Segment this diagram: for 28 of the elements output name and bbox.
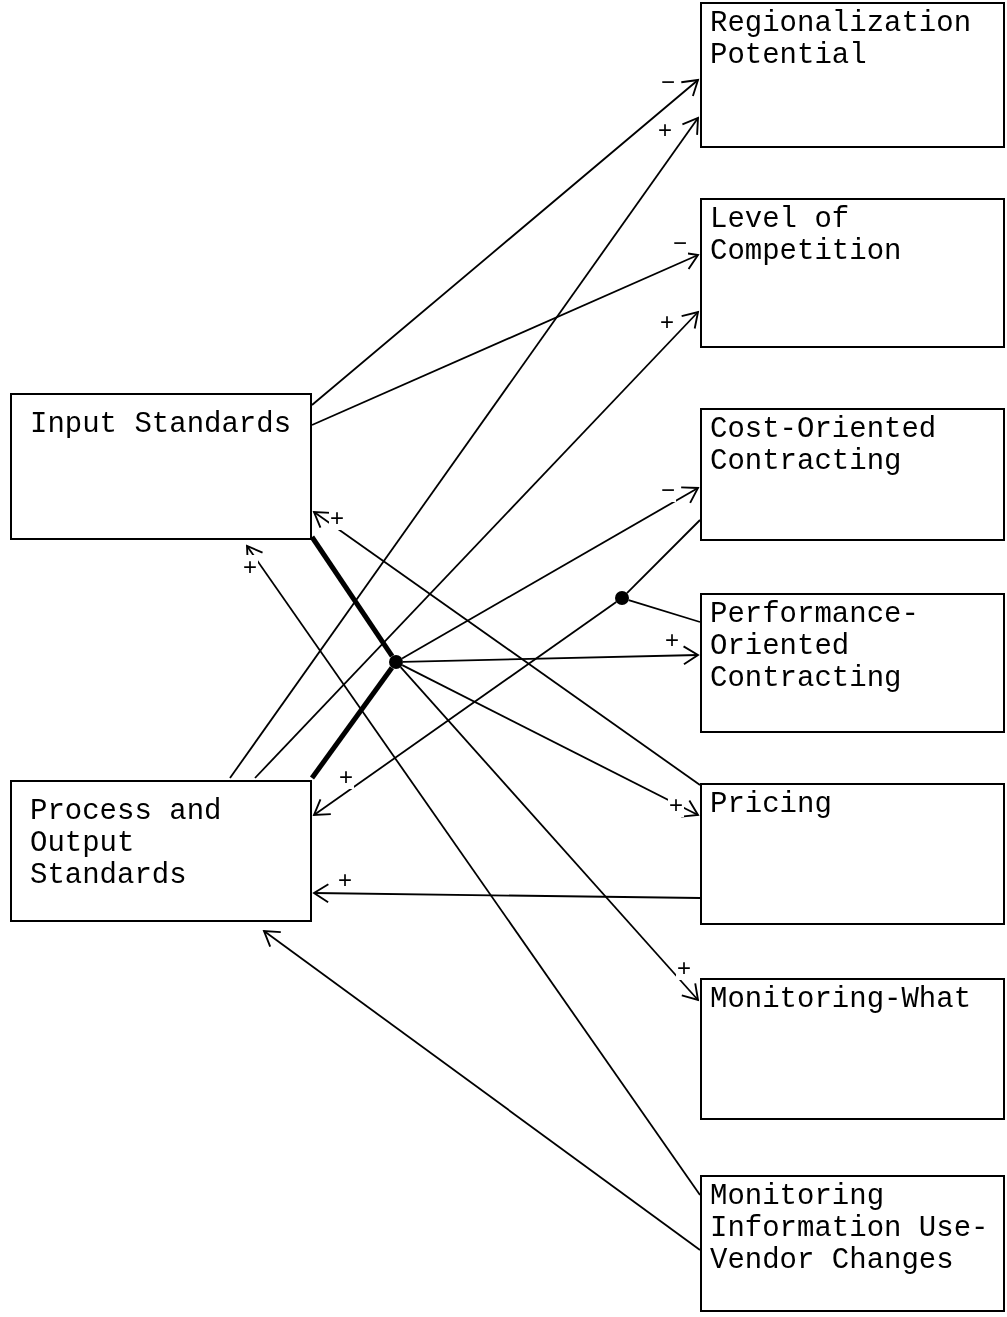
arrow bbox=[313, 601, 618, 816]
junction-dot bbox=[389, 655, 403, 669]
arrow bbox=[401, 664, 699, 818]
process-box: Monitoring-What bbox=[700, 978, 1005, 1120]
process-box: Cost-Oriented Contracting bbox=[700, 408, 1005, 541]
arrow bbox=[313, 511, 701, 786]
connector-line bbox=[627, 599, 701, 623]
process-box: Monitoring Information Use-Vendor Changes bbox=[700, 1175, 1005, 1312]
connector-line bbox=[309, 666, 394, 780]
process-box: Regionalization Potential bbox=[700, 2, 1005, 148]
process-box: Input Standards bbox=[10, 393, 312, 540]
arrow bbox=[313, 883, 701, 904]
process-box: Pricing bbox=[700, 783, 1005, 925]
arrow bbox=[311, 251, 699, 426]
arrow bbox=[402, 645, 699, 666]
process-box: Level of Competition bbox=[700, 198, 1005, 348]
connector-line bbox=[626, 519, 701, 594]
arrow bbox=[401, 486, 699, 660]
process-box: Process and Output Standards bbox=[10, 780, 312, 922]
arrow bbox=[254, 311, 699, 779]
arrow bbox=[229, 117, 699, 779]
junction-dot bbox=[615, 591, 629, 605]
arrow bbox=[263, 930, 701, 1251]
arrow bbox=[311, 79, 699, 406]
arrow bbox=[399, 666, 699, 1001]
process-box: Performance-Oriented Contracting bbox=[700, 593, 1005, 733]
arrow bbox=[246, 545, 701, 1196]
connector-line bbox=[309, 535, 395, 658]
